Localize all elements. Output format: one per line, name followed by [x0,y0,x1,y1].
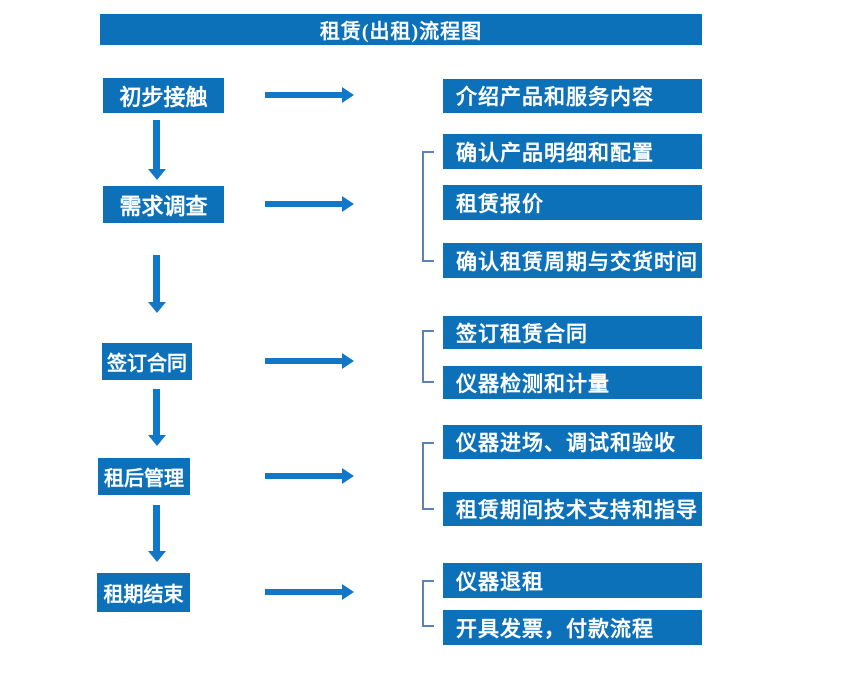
arrow-head [148,302,166,313]
arrow-head [342,468,354,484]
output-box-confirm-rental-period-delivery: 确认租赁周期与交货时间 [443,243,702,278]
arrow-right-icon [265,468,354,484]
group-bracket-icon [422,330,434,383]
arrow-right-icon [265,87,354,103]
arrow-head [148,435,166,446]
output-box-instrument-setup-acceptance: 仪器进场、调试和验收 [443,425,702,459]
arrow-head [342,584,354,600]
stage-box-needs-survey: 需求调查 [103,186,224,223]
stage-box-initial-contact: 初步接触 [103,78,224,113]
group-bracket-icon [422,151,434,262]
arrow-down-icon [148,255,166,313]
arrow-right-icon [265,584,354,600]
arrow-down-icon [148,389,166,446]
output-box-technical-support-guidance: 租赁期间技术支持和指导 [443,492,702,526]
arrow-head [342,87,354,103]
arrow-right-icon [265,196,354,212]
stage-box-rental-end: 租期结束 [97,573,190,612]
diagram-title-banner: 租赁(出租)流程图 [100,14,702,45]
arrow-shaft [153,505,160,552]
arrow-shaft [153,389,160,436]
group-bracket-icon [422,442,434,510]
output-box-confirm-product-details: 确认产品明细和配置 [443,134,702,169]
output-box-instrument-return: 仪器退租 [443,563,702,598]
arrow-shaft [265,201,343,207]
arrow-head [342,353,354,369]
arrow-shaft [153,255,160,303]
arrow-shaft [265,92,343,98]
arrow-shaft [265,358,343,364]
arrow-shaft [153,120,160,170]
arrow-down-icon [148,120,166,180]
output-box-sign-rental-contract: 签订租赁合同 [443,316,702,349]
output-box-introduce-products-services: 介绍产品和服务内容 [443,79,702,113]
arrow-shaft [265,473,343,479]
stage-box-post-rental-management: 租后管理 [98,458,190,495]
arrow-head [342,196,354,212]
arrow-head [148,551,166,562]
group-bracket-icon [422,580,434,627]
arrow-shaft [265,589,343,595]
arrow-head [148,169,166,180]
output-box-rental-quotation: 租赁报价 [443,185,702,220]
diagram-title-text: 租赁(出租)流程图 [319,21,483,43]
stage-box-sign-contract: 签订合同 [102,343,192,380]
output-box-instrument-testing-metrology: 仪器检测和计量 [443,366,702,399]
arrow-right-icon [265,353,354,369]
output-box-invoice-payment-process: 开具发票，付款流程 [443,610,702,645]
arrow-down-icon [148,505,166,562]
